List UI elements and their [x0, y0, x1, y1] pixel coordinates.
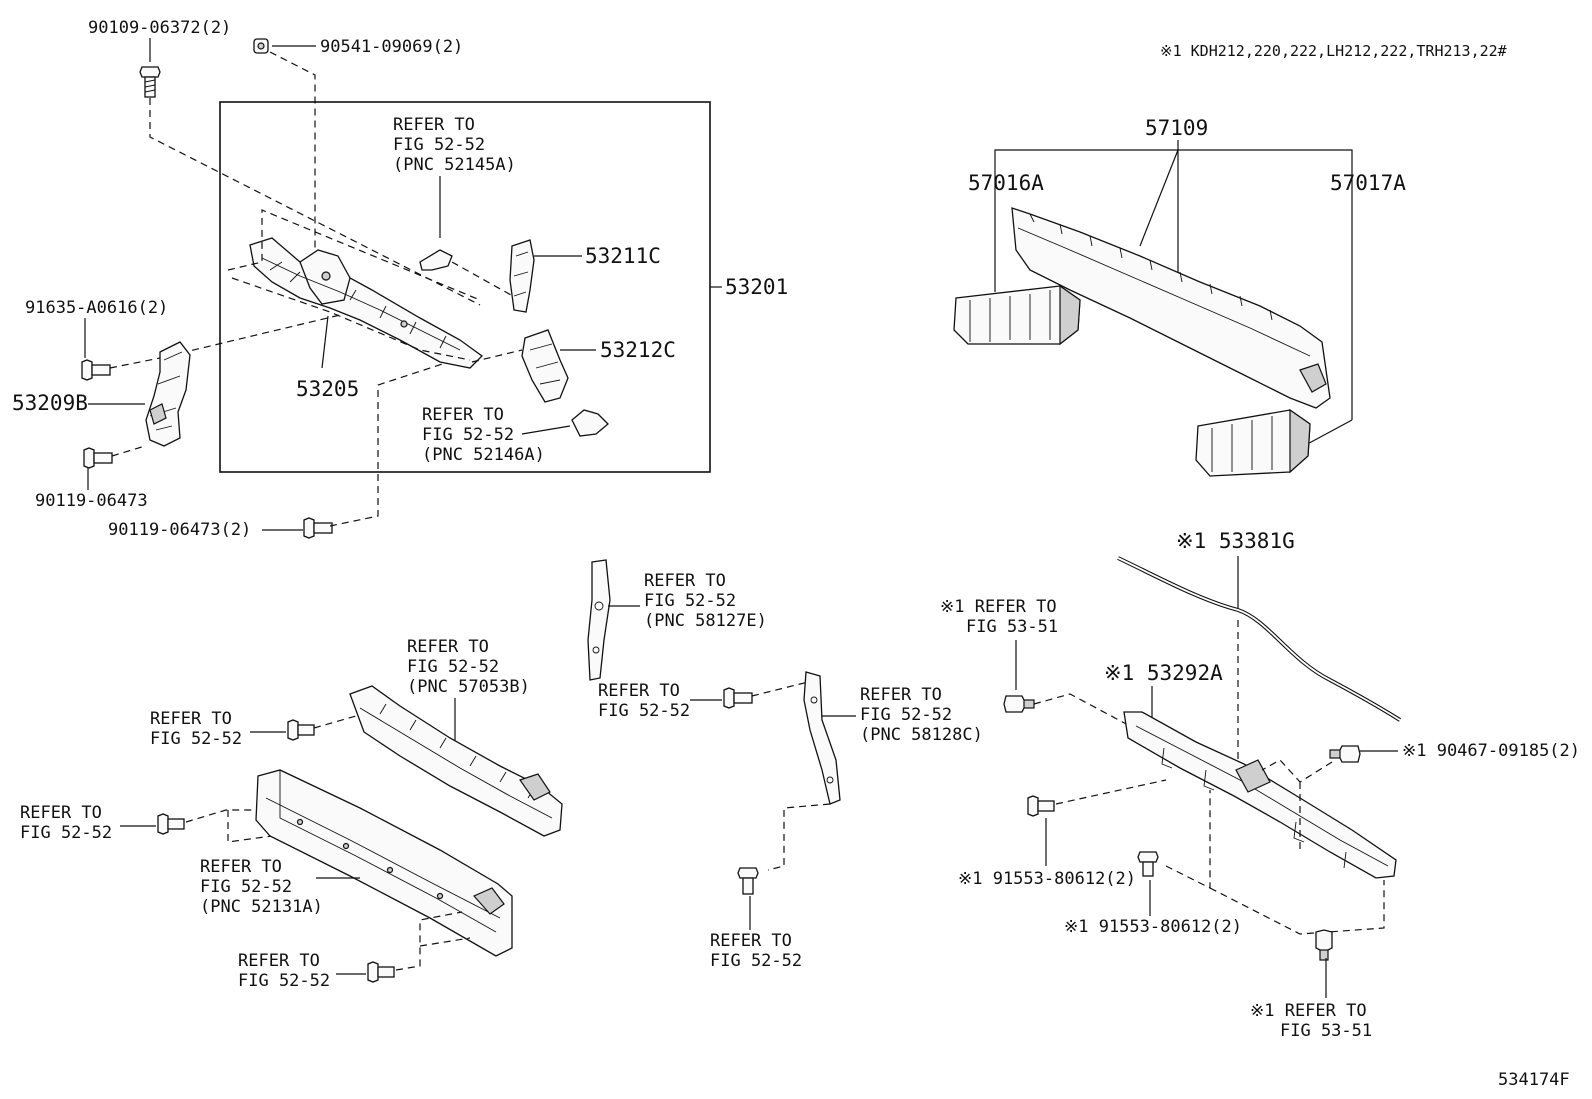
clip-52145A — [419, 249, 453, 271]
absorber-57017A[interactable] — [1195, 408, 1311, 477]
refer-bolt-left-upper[interactable]: REFER TO FIG 52-52 — [150, 709, 242, 749]
clip-icon — [1003, 695, 1035, 713]
bolt-icon — [1027, 795, 1055, 817]
clip-52146A — [571, 409, 609, 437]
part-label-53212C[interactable]: 53212C — [600, 338, 676, 362]
part-label-91635-A0616[interactable]: 91635-A0616(2) — [25, 298, 168, 318]
part-label-91553-80612-b[interactable]: ※1 91553-80612(2) — [1064, 917, 1242, 937]
bracket-53209B[interactable] — [145, 341, 191, 447]
part-label-53211C[interactable]: 53211C — [585, 244, 661, 268]
rail-57053B[interactable] — [349, 685, 563, 837]
bolt-icon — [367, 961, 395, 983]
brace-58128C[interactable] — [803, 671, 841, 805]
refer-52131A[interactable]: REFER TO FIG 52-52 (PNC 52131A) — [200, 857, 323, 917]
bolt-icon — [81, 359, 111, 381]
part-label-53381G[interactable]: ※1 53381G — [1176, 529, 1295, 553]
refer-52146A[interactable]: REFER TO FIG 52-52 (PNC 52146A) — [422, 405, 545, 465]
bracket-53212C[interactable] — [521, 329, 569, 403]
applicability-note: ※1 KDH212,220,222,LH212,222,TRH213,22# — [1160, 42, 1507, 60]
bracket-53211C[interactable] — [509, 239, 535, 313]
refer-bolt-center-bottom[interactable]: REFER TO FIG 52-52 — [710, 931, 802, 971]
bolt-icon — [157, 813, 185, 835]
refer-52145A[interactable]: REFER TO FIG 52-52 (PNC 52145A) — [393, 115, 516, 175]
bolt-icon — [287, 719, 315, 741]
part-label-57017A[interactable]: 57017A — [1330, 171, 1406, 195]
part-label-90119-06473[interactable]: 90119-06473 — [35, 491, 148, 511]
beam-52131A[interactable] — [255, 769, 513, 957]
part-label-57109[interactable]: 57109 — [1145, 116, 1208, 140]
bolt-icon — [737, 867, 759, 895]
bolt-icon — [83, 447, 113, 469]
clip-icon — [1329, 745, 1361, 763]
refer-57053B[interactable]: REFER TO FIG 52-52 (PNC 57053B) — [407, 637, 530, 697]
part-label-90109-06372[interactable]: 90109-06372(2) — [88, 18, 231, 38]
bolt-icon — [303, 517, 333, 539]
figure-id: 534174F — [1498, 1070, 1570, 1090]
refer-58127E[interactable]: REFER TO FIG 52-52 (PNC 58127E) — [644, 571, 767, 631]
upper-support-53205[interactable] — [249, 237, 483, 369]
clip-icon — [1315, 929, 1333, 961]
part-label-91553-80612-a[interactable]: ※1 91553-80612(2) — [958, 869, 1136, 889]
refer-5351-bottom[interactable]: ※1 REFER TO FIG 53-51 — [1250, 1001, 1377, 1041]
reinforcement-57109[interactable] — [1011, 207, 1331, 409]
part-label-57016A[interactable]: 57016A — [968, 171, 1044, 195]
brace-58127E[interactable] — [587, 559, 611, 681]
part-label-53205[interactable]: 53205 — [296, 377, 359, 401]
refer-5351-top[interactable]: ※1 REFER TO FIG 53-51 — [940, 597, 1067, 637]
grommet-icon — [253, 38, 269, 54]
part-label-53201[interactable]: 53201 — [725, 275, 788, 299]
part-label-53209B[interactable]: 53209B — [12, 391, 88, 415]
bolt-icon — [723, 687, 753, 709]
absorber-57016A[interactable] — [953, 284, 1081, 346]
refer-bolt-center[interactable]: REFER TO FIG 52-52 — [598, 681, 690, 721]
refer-bolt-left-mid[interactable]: REFER TO FIG 52-52 — [20, 803, 112, 843]
part-label-90119-06473-2[interactable]: 90119-06473(2) — [108, 520, 251, 540]
bolt-icon — [1137, 851, 1159, 877]
retainer-53292A[interactable] — [1123, 711, 1397, 879]
part-label-53292A[interactable]: ※1 53292A — [1104, 661, 1223, 685]
part-label-90467-09185[interactable]: ※1 90467-09185(2) — [1402, 741, 1580, 761]
refer-bolt-left-lower[interactable]: REFER TO FIG 52-52 — [238, 951, 330, 991]
bolt-icon — [139, 66, 161, 98]
refer-58128C[interactable]: REFER TO FIG 52-52 (PNC 58128C) — [860, 685, 983, 745]
part-label-90541-09069[interactable]: 90541-09069(2) — [320, 37, 463, 57]
